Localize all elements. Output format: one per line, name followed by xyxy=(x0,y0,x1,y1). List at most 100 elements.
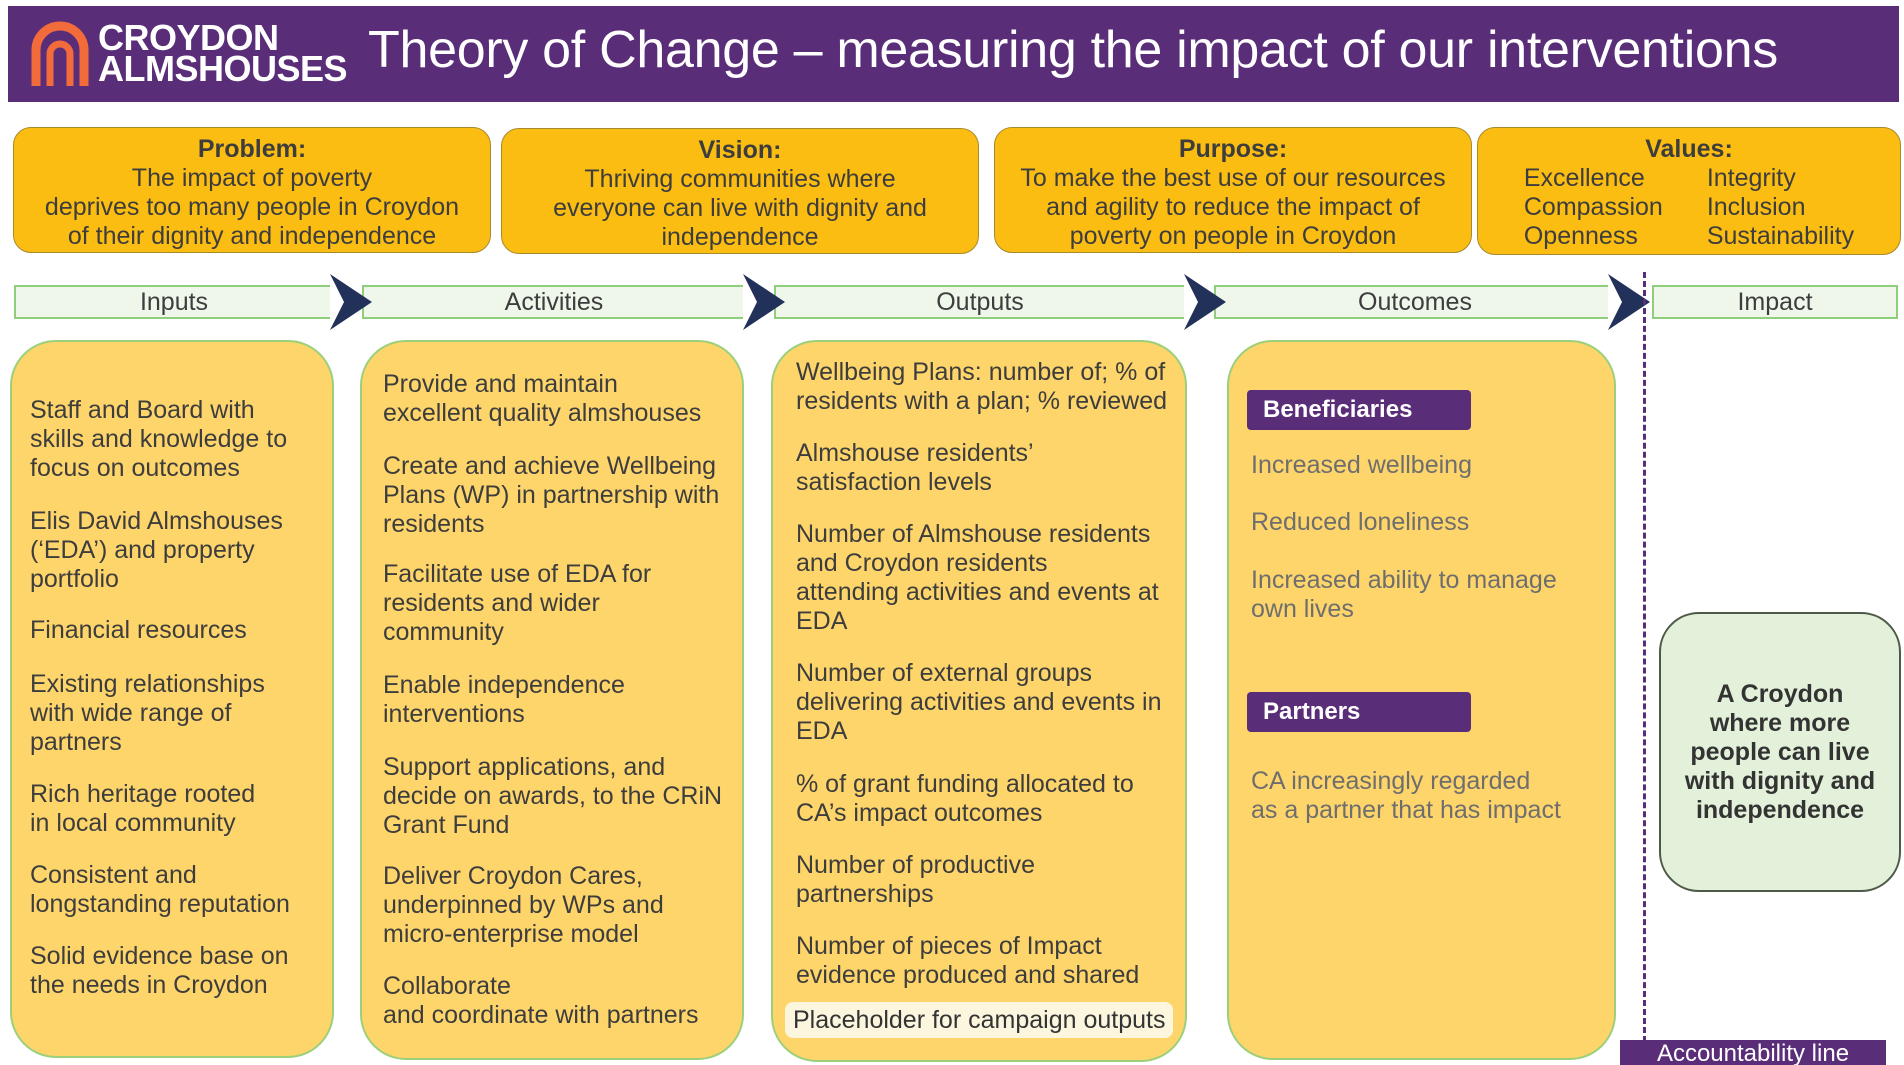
output-item: Number of Almshouse residents and Croydo… xyxy=(796,520,1159,636)
outcome-line: as a partner that has impact xyxy=(1251,796,1561,824)
output-item: Almshouse residents’ satisfaction levels xyxy=(796,439,1034,497)
activity-line: community xyxy=(383,618,504,646)
output-line: Almshouse residents’ xyxy=(796,439,1034,467)
vision-line: independence xyxy=(661,223,819,251)
problem-line: deprives too many people in Croydon xyxy=(44,193,460,221)
output-line: Number of Almshouse residents xyxy=(796,520,1151,548)
output-item: Wellbeing Plans: number of; % of residen… xyxy=(796,358,1167,416)
input-item: Financial resources xyxy=(30,616,247,645)
input-item: Consistent and longstanding reputation xyxy=(30,861,290,919)
outputs-column xyxy=(771,340,1187,1062)
input-line: partners xyxy=(30,728,122,756)
activity-line: and coordinate with partners xyxy=(383,1001,699,1029)
purpose-box: Purpose: To make the best use of our res… xyxy=(994,127,1472,253)
output-line: residents with a plan; % reviewed xyxy=(796,387,1168,415)
impact-line: where more xyxy=(1709,708,1851,737)
input-line: longstanding reputation xyxy=(30,890,290,918)
vision-line: Thriving communities where xyxy=(584,165,896,193)
activity-line: Grant Fund xyxy=(383,811,510,839)
impact-statement-box: A Croydon where more people can live wit… xyxy=(1659,612,1901,892)
outcome-line: Reduced loneliness xyxy=(1251,508,1470,536)
activity-line: Enable independence xyxy=(383,671,625,699)
value-item: Excellence xyxy=(1523,164,1645,192)
chevron-notch xyxy=(743,274,757,330)
impact-line: people can live xyxy=(1690,737,1870,766)
values-box: Values: Excellence Compassion Openness I… xyxy=(1477,127,1901,255)
purpose-line: and agility to reduce the impact of xyxy=(1046,193,1420,221)
stage-outputs: Outputs xyxy=(774,285,1186,319)
input-item: Elis David Almshouses (‘EDA’) and proper… xyxy=(30,507,283,594)
values-list: Excellence Compassion Openness Integrity… xyxy=(1478,164,1900,251)
impact-statement: A Croydon where more people can live wit… xyxy=(1685,680,1875,825)
beneficiary-outcome: Increased wellbeing xyxy=(1251,451,1472,480)
output-line: Number of productive xyxy=(796,851,1036,879)
logo-line-1: CROYDON xyxy=(98,17,279,58)
input-line: in local community xyxy=(30,809,236,837)
activity-line: Support applications, and xyxy=(383,753,666,781)
activity-line: Provide and maintain xyxy=(383,370,618,398)
chevron-notch xyxy=(330,274,344,330)
input-line: skills and knowledge to xyxy=(30,425,288,453)
value-item: Inclusion xyxy=(1706,193,1806,221)
value-item: Integrity xyxy=(1706,164,1796,192)
impact-line: independence xyxy=(1695,795,1865,824)
input-line: Staff and Board with xyxy=(30,396,255,424)
input-line: Financial resources xyxy=(30,616,247,644)
output-line: % of grant funding allocated to xyxy=(796,770,1134,798)
stage-outcomes: Outcomes xyxy=(1214,285,1616,319)
input-line: the needs in Croydon xyxy=(30,971,268,999)
value-item: Openness xyxy=(1523,222,1638,250)
stage-impact: Impact xyxy=(1652,285,1898,319)
input-line: (‘EDA’) and property xyxy=(30,536,255,564)
activity-item: Support applications, and decide on awar… xyxy=(383,753,722,840)
output-line: Number of pieces of Impact xyxy=(796,932,1102,960)
input-line: portfolio xyxy=(30,565,119,593)
brand-logo-text: CROYDON ALMSHOUSES xyxy=(98,17,348,87)
activity-item: Deliver Croydon Cares, underpinned by WP… xyxy=(383,862,664,949)
accountability-line-label: Accountability line xyxy=(1620,1040,1886,1065)
chevron-notch xyxy=(1184,274,1198,330)
almshouse-arch-logo-icon xyxy=(31,21,89,86)
output-line: Number of external groups xyxy=(796,659,1092,687)
activity-line: excellent quality almshouses xyxy=(383,399,702,427)
input-item: Rich heritage rooted in local community xyxy=(30,780,255,838)
activity-line: interventions xyxy=(383,700,525,728)
chevron-notch xyxy=(1608,274,1622,330)
output-line: EDA xyxy=(796,717,848,745)
output-line: evidence produced and shared xyxy=(796,961,1140,989)
activity-line: residents and wider xyxy=(383,589,600,617)
activity-item: Create and achieve Wellbeing Plans (WP) … xyxy=(383,452,719,539)
activity-line: Deliver Croydon Cares, xyxy=(383,862,643,890)
inputs-column xyxy=(10,340,334,1058)
outcome-line: Increased wellbeing xyxy=(1251,451,1472,479)
output-line: attending activities and events at xyxy=(796,578,1159,606)
beneficiary-outcome: Increased ability to manage own lives xyxy=(1251,566,1557,624)
beneficiaries-tag: Beneficiaries xyxy=(1247,390,1471,430)
vision-line: everyone can live with dignity and xyxy=(553,194,927,222)
impact-line: A Croydon xyxy=(1716,679,1844,708)
output-line: and Croydon residents xyxy=(796,549,1048,577)
output-line: CA’s impact outcomes xyxy=(796,799,1043,827)
page-title: Theory of Change – measuring the impact … xyxy=(368,21,1778,79)
outcome-line: own lives xyxy=(1251,595,1354,623)
activity-line: decide on awards, to the CRiN xyxy=(383,782,723,810)
outcome-line: CA increasingly regarded xyxy=(1251,767,1531,795)
problem-heading: Problem: xyxy=(197,135,307,163)
problem-line: The impact of poverty xyxy=(131,164,373,192)
activity-line: underpinned by WPs and xyxy=(383,891,664,919)
output-line: partnerships xyxy=(796,880,934,908)
problem-box: Problem: The impact of poverty deprives … xyxy=(13,127,491,253)
output-item: Number of external groups delivering act… xyxy=(796,659,1161,746)
activity-line: Create and achieve Wellbeing xyxy=(383,452,717,480)
values-column-right: Integrity Inclusion Sustainability xyxy=(1707,164,1854,251)
activity-item: Facilitate use of EDA for residents and … xyxy=(383,560,651,647)
output-line: delivering activities and events in xyxy=(796,688,1162,716)
input-item: Staff and Board with skills and knowledg… xyxy=(30,396,287,483)
value-item: Compassion xyxy=(1523,193,1663,221)
vision-heading: Vision: xyxy=(698,136,782,164)
stage-activities: Activities xyxy=(362,285,746,319)
activity-line: Facilitate use of EDA for xyxy=(383,560,652,588)
input-line: with wide range of xyxy=(30,699,232,727)
partner-outcome: CA increasingly regarded as a partner th… xyxy=(1251,767,1561,825)
input-line: Solid evidence base on xyxy=(30,942,289,970)
